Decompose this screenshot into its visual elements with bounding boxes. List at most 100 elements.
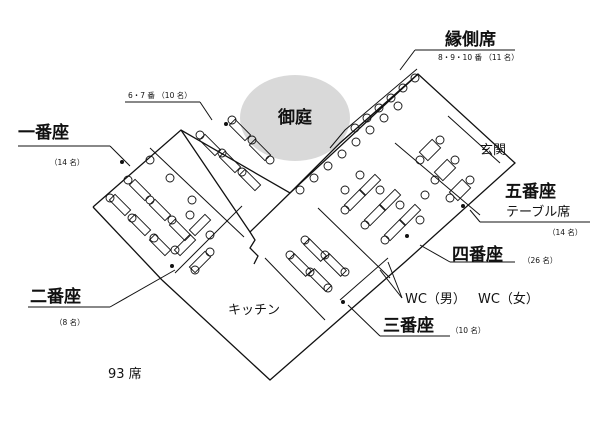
chair (340, 185, 350, 195)
room-sanban-capacity: （10 名） (451, 325, 485, 335)
chair (365, 125, 375, 135)
chair (205, 230, 215, 240)
chair (410, 73, 420, 83)
table (108, 193, 132, 217)
chair (386, 93, 396, 103)
table (323, 253, 347, 277)
room-goban-name: 五番座 (505, 181, 556, 202)
chair (340, 267, 350, 277)
room-sanban-name: 三番座 (383, 315, 434, 336)
room-niban-name: 二番座 (30, 286, 81, 307)
chair (300, 235, 310, 245)
entrance-label: 玄関 (480, 143, 506, 158)
table (358, 173, 382, 197)
table (343, 188, 367, 212)
wc-female-label: WC（女） (478, 291, 539, 307)
chair (320, 250, 330, 260)
chair (379, 113, 389, 123)
table (398, 203, 422, 227)
chair (285, 250, 295, 260)
table (308, 268, 332, 292)
chair (309, 173, 319, 183)
chair (395, 200, 405, 210)
table (188, 250, 212, 274)
chair (337, 149, 347, 159)
chair (380, 235, 390, 245)
garden-label: 御庭 (277, 107, 312, 128)
wc-male-label: WC（男） (405, 292, 466, 307)
room-yonban-capacity: （26 名） (523, 255, 557, 265)
chair (187, 195, 197, 205)
table (363, 203, 387, 227)
chair (435, 135, 445, 145)
total-seats: 93 席 (108, 366, 142, 382)
chair (295, 185, 305, 195)
table (228, 118, 252, 142)
table (168, 218, 192, 242)
chair (393, 101, 403, 111)
chair (362, 113, 372, 123)
table (288, 253, 312, 277)
table (433, 158, 457, 182)
room-goban-capacity: （14 名） (548, 227, 582, 237)
chair (217, 148, 227, 158)
kitchen-label: キッチン (228, 303, 280, 318)
room-engawa-name: 縁側席 (445, 29, 496, 50)
marker-dot (461, 204, 465, 208)
chair (323, 161, 333, 171)
garden-area (240, 75, 350, 161)
chair (360, 220, 370, 230)
marker-dot (224, 122, 228, 126)
chair (430, 175, 440, 185)
chair (190, 265, 200, 275)
chair (185, 210, 195, 220)
chair (127, 213, 137, 223)
chair (374, 103, 384, 113)
chair (105, 193, 115, 203)
chair (227, 115, 237, 125)
chair (205, 247, 215, 257)
chair (340, 205, 350, 215)
chair (355, 170, 365, 180)
table (188, 213, 212, 237)
chair (265, 155, 275, 165)
room-ichiban-name: 一番座 (18, 122, 69, 143)
table (378, 188, 402, 212)
table (248, 138, 272, 162)
chair (123, 175, 133, 185)
chair (375, 185, 385, 195)
chair (305, 267, 315, 277)
seating-layout (105, 73, 475, 293)
chair (167, 215, 177, 225)
chair (145, 155, 155, 165)
marker-dot (405, 234, 409, 238)
table (128, 213, 152, 237)
table (148, 233, 172, 257)
table (128, 178, 152, 202)
table (418, 138, 442, 162)
table (173, 233, 197, 257)
chair (398, 83, 408, 93)
room-niban-capacity: （8 名） (55, 317, 85, 327)
chair (165, 173, 175, 183)
chair (350, 123, 360, 133)
table (148, 198, 172, 222)
chair (149, 233, 159, 243)
table (383, 218, 407, 242)
chair (465, 175, 475, 185)
table (238, 168, 262, 192)
room-yonban-name: 四番座 (452, 244, 503, 265)
chair (145, 195, 155, 205)
marker-dot (120, 160, 124, 164)
chair (323, 283, 333, 293)
marker-dot (170, 264, 174, 268)
chair (351, 137, 361, 147)
chair (247, 135, 257, 145)
chair (450, 155, 460, 165)
room-67-capacity: 6・7 番 （10 名） (128, 90, 192, 100)
chair (237, 167, 247, 177)
chair (415, 215, 425, 225)
room-ichiban-capacity: （14 名） (50, 157, 84, 167)
table (218, 150, 242, 174)
